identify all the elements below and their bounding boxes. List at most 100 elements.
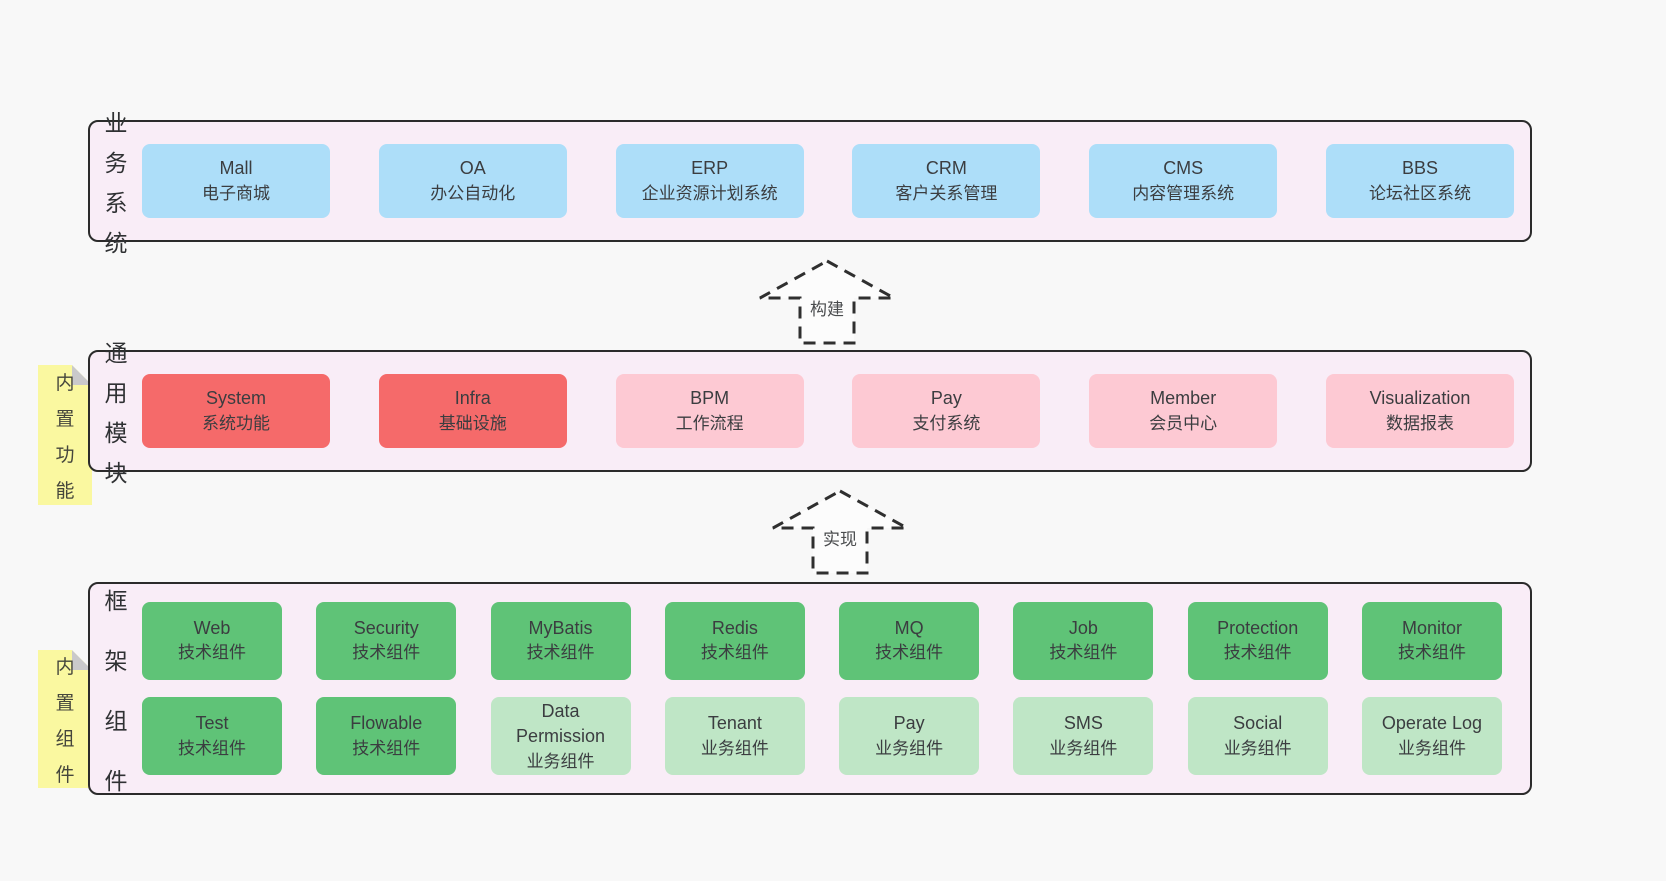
module-box-crm: CRM 客户关系管理 bbox=[852, 144, 1041, 218]
module-subtitle: 办公自动化 bbox=[430, 183, 516, 203]
module-name: Social bbox=[1233, 713, 1283, 734]
module-name: Protection bbox=[1217, 617, 1299, 638]
module-name: Pay bbox=[930, 388, 962, 409]
vertical-label-char: 务 bbox=[104, 150, 128, 176]
module-subtitle: 业务组件 bbox=[526, 751, 595, 771]
module-subtitle: 技术组件 bbox=[1049, 643, 1118, 663]
module-subtitle: 技术组件 bbox=[526, 643, 595, 663]
business-systems-boxes: Mall 电子商城 OA 办公自动化 ERP 企业资源计划系统 CRM 客户关系管理 CMS 内容… bbox=[142, 122, 1530, 240]
module-name: SMS bbox=[1063, 713, 1103, 734]
module-name: Redis bbox=[711, 617, 758, 638]
module-name: Job bbox=[1068, 617, 1098, 638]
module-subtitle: 业务组件 bbox=[1049, 739, 1118, 759]
vertical-label-char: 框 bbox=[104, 587, 128, 614]
module-box-job: Job 技术组件 bbox=[1013, 601, 1154, 680]
vertical-label-char: 内 bbox=[55, 372, 75, 394]
module-box-mall: Mall 电子商城 bbox=[142, 144, 330, 218]
module-box-redis: Redis 技术组件 bbox=[664, 601, 805, 680]
module-box-social: Social 业务组件 bbox=[1187, 697, 1328, 776]
module-name: ERP bbox=[691, 158, 729, 179]
vertical-label-char: 块 bbox=[104, 460, 128, 486]
module-name: Flowable bbox=[350, 713, 423, 734]
module-name: OA bbox=[459, 158, 486, 179]
vertical-label-char: 内 bbox=[55, 656, 75, 678]
module-subtitle: 技术组件 bbox=[178, 739, 246, 759]
module-box-erp: ERP 企业资源计划系统 bbox=[615, 144, 804, 218]
module-subtitle: 技术组件 bbox=[178, 643, 246, 663]
module-name: MQ bbox=[894, 617, 924, 638]
module-name: Member bbox=[1150, 388, 1217, 409]
module-box-cms: CMS 内容管理系统 bbox=[1089, 144, 1278, 218]
sticky-note-built-in-components: 内置组件 bbox=[38, 650, 92, 788]
module-box-infra: Infra 基础设施 bbox=[378, 374, 567, 448]
module-subtitle: 业务组件 bbox=[700, 739, 769, 759]
vertical-label-char: 架 bbox=[104, 647, 128, 674]
module-subtitle: 技术组件 bbox=[875, 643, 944, 663]
module-name: Pay bbox=[893, 713, 925, 734]
module-subtitle: 业务组件 bbox=[1397, 739, 1466, 759]
module-box-tenant: Tenant 业务组件 bbox=[664, 697, 805, 776]
vertical-label-char: 统 bbox=[104, 230, 128, 256]
module-box-mybatis: MyBatis 技术组件 bbox=[490, 601, 631, 680]
module-box-data-permission: Data Permission 业务组件 bbox=[490, 697, 631, 776]
arrow-label-build: 构建 bbox=[806, 294, 848, 321]
module-subtitle: 电子商城 bbox=[202, 183, 270, 203]
module-box-bpm: BPM 工作流程 bbox=[615, 374, 804, 448]
module-subtitle: 技术组件 bbox=[1397, 643, 1466, 663]
module-subtitle: 技术组件 bbox=[1223, 643, 1292, 663]
module-name: Web bbox=[193, 617, 231, 638]
module-subtitle: 业务组件 bbox=[1223, 739, 1292, 759]
module-name: MyBatis bbox=[528, 617, 593, 638]
vertical-label-char: 组 bbox=[55, 728, 75, 750]
module-name: CRM bbox=[925, 158, 967, 179]
vertical-label-char: 置 bbox=[55, 408, 75, 430]
module-subtitle: 工作流程 bbox=[675, 413, 744, 433]
vertical-label-char: 能 bbox=[55, 480, 75, 502]
dashed-arrow-implement: 实现 bbox=[770, 488, 910, 576]
vertical-label-char: 件 bbox=[55, 764, 75, 786]
module-subtitle: 技术组件 bbox=[700, 643, 769, 663]
vertical-label-char: 模 bbox=[104, 420, 128, 446]
vertical-label-char: 功 bbox=[55, 444, 75, 466]
vertical-label-char: 通 bbox=[104, 340, 128, 366]
module-subtitle: 会员中心 bbox=[1149, 413, 1218, 433]
module-name: Operate Log bbox=[1381, 713, 1482, 734]
module-subtitle: 企业资源计划系统 bbox=[641, 183, 778, 203]
vertical-label-char: 组 bbox=[104, 707, 128, 734]
module-name: BBS bbox=[1401, 158, 1438, 179]
module-box-operate-log: Operate Log 业务组件 bbox=[1361, 697, 1502, 776]
module-name: BPM bbox=[690, 388, 730, 409]
module-box-row: Mall 电子商城 OA 办公自动化 ERP 企业资源计划系统 CRM 客户关系管理 CMS 内容… bbox=[142, 144, 1514, 218]
module-name: Tenant bbox=[707, 713, 762, 734]
module-subtitle: 数据报表 bbox=[1385, 413, 1454, 433]
module-box-sms: SMS 业务组件 bbox=[1013, 697, 1154, 776]
module-name: Mall bbox=[219, 158, 253, 179]
module-name: Data Permission bbox=[516, 700, 606, 747]
module-name: Security bbox=[353, 617, 419, 638]
module-box-member: Member 会员中心 bbox=[1089, 374, 1278, 448]
module-name: Infra bbox=[454, 388, 491, 409]
module-subtitle: 基础设施 bbox=[438, 413, 507, 433]
layer-label-common-modules: 通用模块 bbox=[90, 340, 142, 486]
module-subtitle: 客户关系管理 bbox=[895, 183, 998, 203]
module-subtitle: 内容管理系统 bbox=[1132, 183, 1235, 203]
vertical-label-char: 用 bbox=[104, 380, 128, 406]
module-name: CMS bbox=[1163, 158, 1204, 179]
sticky-note-built-in-functions: 内置功能 bbox=[38, 365, 92, 505]
vertical-label-char: 业 bbox=[104, 110, 128, 136]
